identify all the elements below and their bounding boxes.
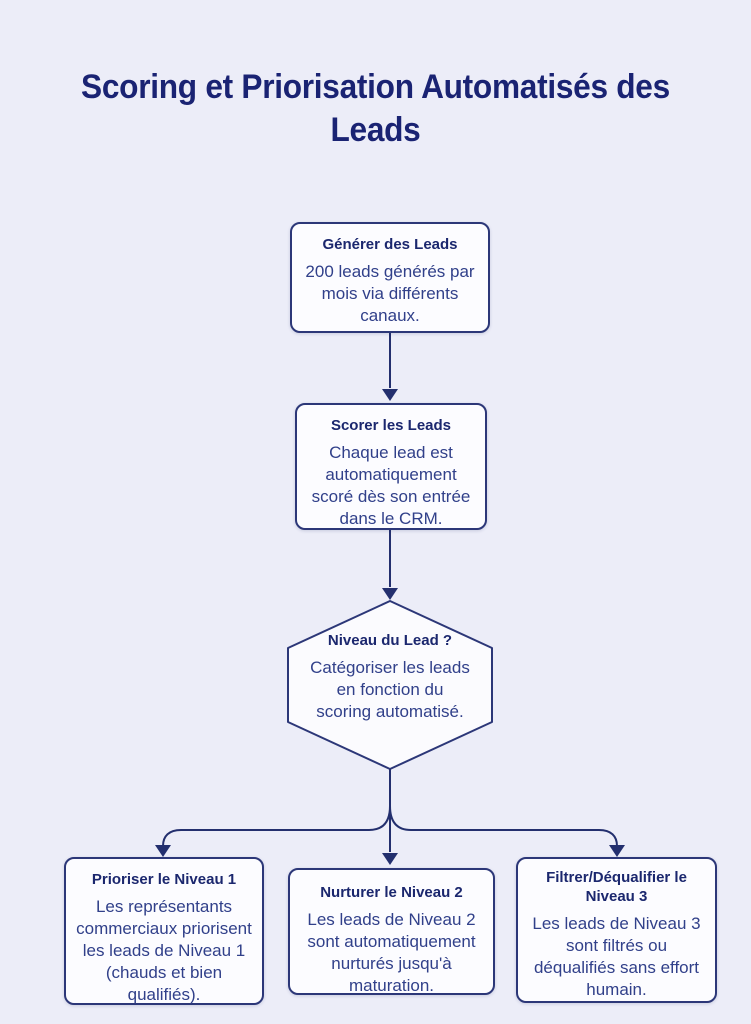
branch-left-connector — [162, 805, 391, 847]
arrowhead-down-icon — [155, 845, 171, 857]
arrowhead-down-icon — [609, 845, 625, 857]
node-body: Chaque lead est automatiquement scoré dè… — [311, 442, 471, 529]
node-score-leads: Scorer les Leads Chaque lead est automat… — [295, 403, 487, 530]
node-body: Les leads de Niveau 2 sont automatiqueme… — [307, 909, 476, 996]
page-title: Scoring et Priorisation Automatisés des … — [81, 68, 670, 150]
node-title: Nurturer le Niveau 2 — [320, 884, 463, 901]
node-prioritize-tier1: Prioriser le Niveau 1 Les représentants … — [64, 857, 264, 1005]
node-body: 200 leads générés par mois via différent… — [305, 261, 475, 325]
arrowhead-down-icon — [382, 389, 398, 401]
node-title: Filtrer/Déqualifier le Niveau 3 — [546, 869, 687, 905]
node-decision-lead-level: Niveau du Lead ? Catégoriser les leads e… — [308, 632, 472, 723]
node-title: Générer des Leads — [322, 236, 458, 253]
arrowhead-down-icon — [382, 853, 398, 865]
node-title: Prioriser le Niveau 1 — [91, 871, 237, 888]
arrowhead-down-icon — [382, 588, 398, 600]
node-body: Les représentants commerciaux priorisent… — [76, 896, 252, 1005]
node-generate-leads: Générer des Leads 200 leads générés par … — [290, 222, 490, 333]
node-nurture-tier2: Nurturer le Niveau 2 Les leads de Niveau… — [288, 868, 495, 995]
node-title: Scorer les Leads — [330, 417, 452, 434]
branch-right-connector — [389, 805, 618, 847]
node-body: Catégoriser les leads en fonction du sco… — [310, 657, 470, 721]
node-filter-tier3: Filtrer/Déqualifier le Niveau 3 Les lead… — [516, 857, 717, 1003]
node-body: Les leads de Niveau 3 sont filtrés ou dé… — [532, 913, 701, 999]
node-title: Niveau du Lead ? — [327, 632, 453, 649]
